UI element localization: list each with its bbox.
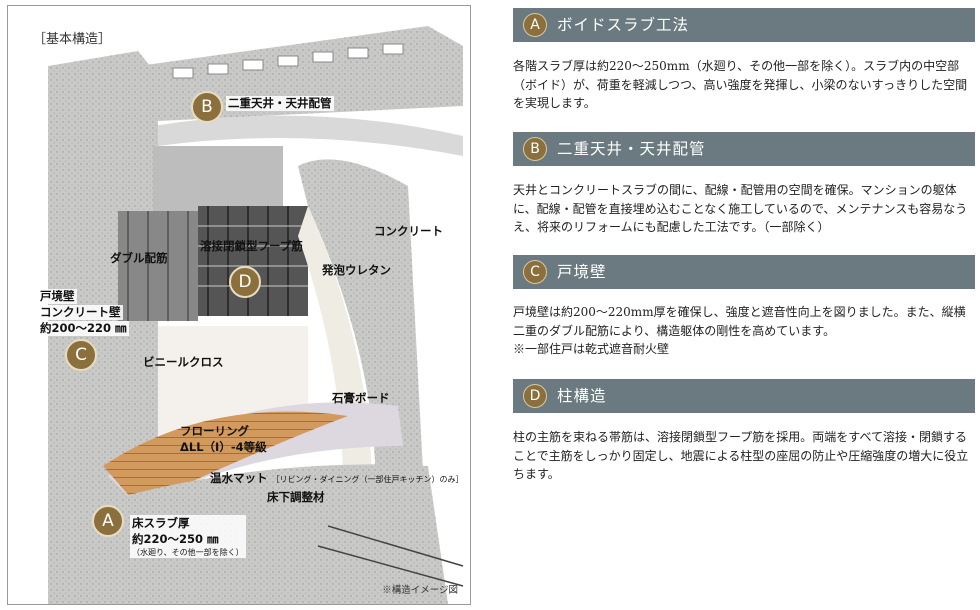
section-d-header: D 柱構造 bbox=[513, 379, 975, 413]
label-wall-2: コンクリート壁 bbox=[38, 305, 123, 320]
label-hoop: 溶接閉鎖型フープ筋 bbox=[200, 239, 303, 253]
section-c-text: 戸境壁は約200～220mm厚を確保し、強度と遮音性向上を図りました。また、縦横… bbox=[513, 305, 966, 338]
section-c-header: C 戸境壁 bbox=[513, 255, 975, 289]
label-urethane: 発泡ウレタン bbox=[322, 263, 391, 277]
structure-figure: ［基本構造］ B 二重天井・天井配管 溶接閉鎖型フープ筋 ダブル配筋 D コンク… bbox=[7, 5, 471, 605]
badge-b: B bbox=[191, 91, 223, 123]
section-c-badge: C bbox=[523, 260, 547, 284]
label-mat: 温水マット ［リビング・ダイニング（一部住戸キッチン）のみ］ bbox=[208, 471, 466, 487]
label-gypsum: 石膏ボード bbox=[332, 391, 390, 405]
badge-d: D bbox=[229, 266, 261, 298]
label-wall-1: 戸境壁 bbox=[38, 289, 77, 304]
section-b-body: 天井とコンクリートスラブの間に、配線・配管用の空間を確保。マンションの躯体に、配… bbox=[513, 183, 968, 234]
label-flooring-2: ΔLL（I）-4等級 bbox=[180, 440, 267, 454]
section-d-body: 柱の主筋を束ねる帯筋は、溶接閉鎖型フープ筋を採用。両端をすべて溶接・閉鎖すること… bbox=[513, 430, 969, 481]
label-double-ceiling: 二重天井・天井配管 bbox=[226, 96, 334, 111]
label-wall-3: 約200～220 ㎜ bbox=[38, 321, 129, 336]
section-d-badge: D bbox=[523, 384, 547, 408]
section-d-title: 柱構造 bbox=[557, 387, 607, 405]
badge-a: A bbox=[92, 505, 124, 537]
label-slab: 床スラブ厚 約220～250 ㎜ （水廻り、その他一部を除く） bbox=[130, 515, 246, 558]
section-a-body: 各階スラブ厚は約220～250mm（水廻り、その他一部を除く）。スラブ内の中空部… bbox=[513, 59, 968, 110]
section-c-note: ※一部住戸は乾式遮音耐火壁 bbox=[513, 342, 670, 356]
figure-note: ※構造イメージ図 bbox=[382, 585, 458, 596]
section-b-title: 二重天井・天井配管 bbox=[557, 140, 706, 158]
figure-title: ［基本構造］ bbox=[33, 32, 112, 47]
label-underlay: 床下調整材 bbox=[267, 490, 325, 504]
label-mat-text: 温水マット bbox=[210, 471, 268, 485]
label-mat-note: ［リビング・ダイニング（一部住戸キッチン）のみ］ bbox=[271, 475, 464, 484]
section-a-title: ボイドスラブ工法 bbox=[557, 16, 690, 34]
section-c-body: 戸境壁は約200～220mm厚を確保し、強度と遮音性向上を図りました。また、縦横… bbox=[513, 303, 975, 359]
label-double-rebar: ダブル配筋 bbox=[110, 251, 168, 265]
label-concrete: コンクリート bbox=[374, 224, 443, 238]
section-b-badge: B bbox=[523, 137, 547, 161]
structure-illustration bbox=[48, 26, 464, 604]
badge-c: C bbox=[65, 339, 97, 371]
section-c-title: 戸境壁 bbox=[557, 263, 607, 281]
label-slab-1: 床スラブ厚 bbox=[132, 516, 190, 530]
label-slab-3: （水廻り、その他一部を除く） bbox=[132, 548, 244, 557]
section-a-badge: A bbox=[523, 13, 547, 37]
label-slab-2: 約220～250 ㎜ bbox=[132, 532, 219, 546]
label-vinyl: ビニールクロス bbox=[143, 355, 224, 369]
section-b-header: B 二重天井・天井配管 bbox=[513, 132, 975, 166]
section-a-header: A ボイドスラブ工法 bbox=[513, 8, 975, 42]
label-flooring-1: フローリング bbox=[180, 424, 249, 438]
